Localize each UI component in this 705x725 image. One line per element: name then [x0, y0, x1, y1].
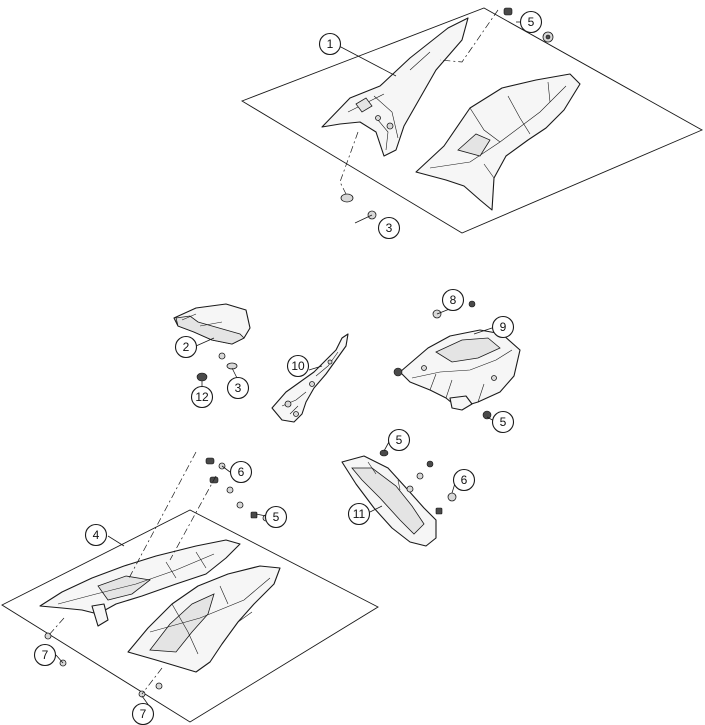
side-panel-assembly-plate: [1, 509, 379, 723]
callout-8: 8: [441, 288, 465, 312]
callout-6: 6: [452, 468, 476, 492]
callout-12: 12: [190, 385, 214, 409]
assembly-line-4b: [169, 475, 217, 561]
callout-2: 2: [174, 335, 198, 359]
tail-cover-right: [415, 73, 581, 211]
rear-seat-assembly-plate: [240, 7, 704, 234]
callout-7: 7: [131, 702, 155, 725]
callout-label: 11: [353, 507, 366, 521]
rear-tray: [399, 329, 521, 411]
callout-label: 6: [238, 465, 245, 479]
callout-label: 5: [528, 15, 535, 29]
callout-11: 11: [347, 502, 371, 526]
callout-3: 3: [226, 376, 250, 400]
callout-leaders: [55, 21, 530, 711]
side-panel-left: [39, 539, 241, 627]
callout-label: 8: [450, 293, 457, 307]
callout-label: 1: [327, 37, 334, 51]
callout-4: 4: [84, 523, 108, 547]
assembly-line-4c: [47, 617, 65, 637]
side-cover-right: [341, 455, 437, 547]
callout-label: 6: [461, 473, 468, 487]
callout-label: 3: [386, 221, 393, 235]
callout-6: 6: [229, 460, 253, 484]
assembly-line-1b: [339, 131, 359, 197]
tail-bracket-left: [321, 17, 469, 157]
callout-label: 9: [500, 320, 507, 334]
side-panel-right: [127, 565, 281, 673]
seat-pad: [173, 303, 251, 345]
callout-label: 12: [195, 390, 209, 404]
callout-label: 5: [500, 415, 507, 429]
hardware-group-2: [196, 352, 238, 382]
callout-10: 10: [286, 354, 310, 378]
hardware-group-9: [393, 300, 492, 420]
callout-label: 5: [273, 510, 280, 524]
assembly-line-4d: [141, 667, 163, 695]
mounting-bracket: [271, 333, 349, 423]
callout-9: 9: [491, 315, 515, 339]
callout-5: 5: [519, 10, 543, 34]
callout-label: 2: [183, 340, 190, 354]
callout-label: 7: [140, 707, 147, 721]
callout-5: 5: [491, 410, 515, 434]
callout-label: 3: [235, 381, 242, 395]
callout-label: 4: [93, 528, 100, 542]
callout-label: 10: [291, 359, 305, 373]
callout-3: 3: [377, 216, 401, 240]
hardware-group-1: [340, 7, 554, 220]
assembly-line-1a: [439, 9, 499, 63]
callout-5: 5: [264, 505, 288, 529]
callout-7: 7: [33, 643, 57, 667]
callout-label: 7: [42, 648, 49, 662]
assembly-line-4a: [127, 451, 197, 581]
callout-5: 5: [387, 428, 411, 452]
callout-1: 1: [318, 32, 342, 56]
callout-label: 5: [396, 433, 403, 447]
hardware-group-11: [379, 449, 457, 515]
